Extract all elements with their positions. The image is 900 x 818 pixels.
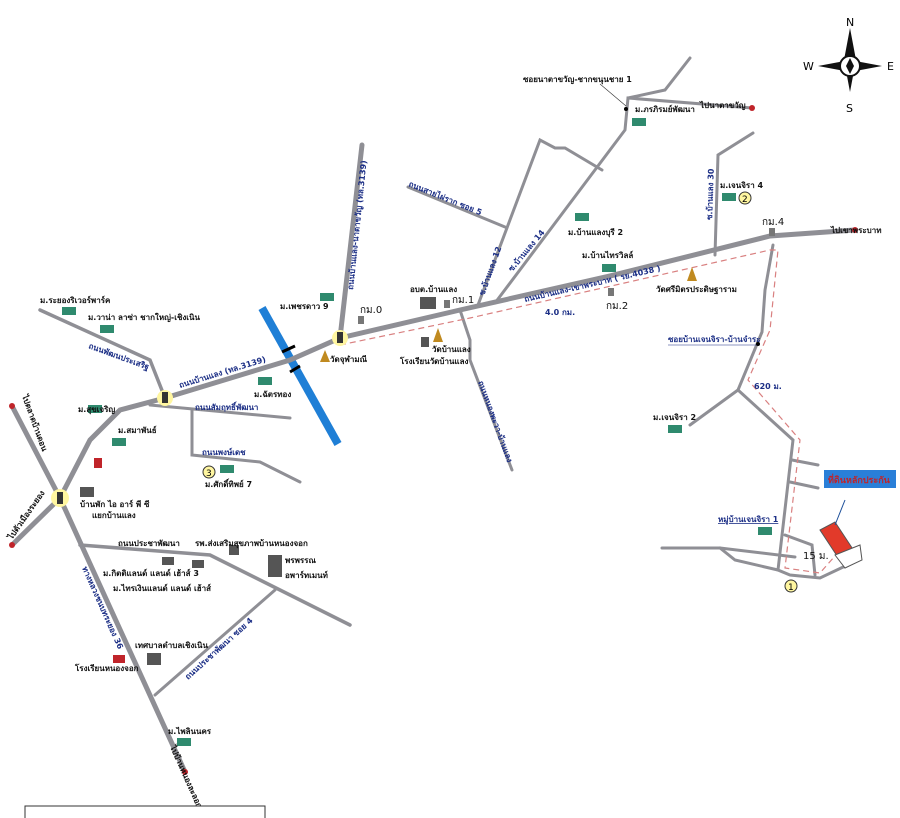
- label-km1: กม.1: [452, 295, 474, 306]
- label-school-nongchok: โรงเรียนหนองจอก: [74, 663, 139, 673]
- marker-3: 3: [206, 469, 212, 479]
- marker-1: 1: [788, 583, 794, 593]
- label-school-wat-banlaeng: โรงเรียนวัดบ้านแลง: [399, 356, 468, 366]
- km-post-icons: [358, 228, 775, 324]
- label-km4: กม.4: [762, 217, 784, 228]
- compass-n: N: [846, 16, 854, 29]
- label-kittiland: ม.กิตติแลนด์ แลนด์ เฮ้าส์ 3: [103, 568, 199, 578]
- label-saingoen-land: ม.ไทรเงินแลนด์ แลนด์ เฮ้าส์: [113, 583, 211, 593]
- label-soi-natakwan: ซอยนาตาขวัญ-ชากขนุนชาย 1: [523, 75, 632, 85]
- legend-box: [24, 805, 266, 818]
- label-rd-phongdet: ถนนพงษ์เดช: [202, 447, 246, 457]
- village-icons: [62, 118, 772, 746]
- label-dist-620: 620 ม.: [754, 382, 782, 391]
- label-pornpan-1: พรพรรณ: [285, 556, 316, 565]
- label-soi-jenjira: ซอยบ้านเจนจิรา-บ้านจำระ: [668, 334, 760, 344]
- building-icons: [80, 297, 436, 665]
- label-phailin: ม.ไพลินนคร: [168, 726, 212, 736]
- label-jenjira2: ม.เจนจิรา 2: [653, 413, 696, 422]
- label-wat-banlaeng: วัดบ้านแลง: [432, 344, 471, 354]
- label-km0: กม.0: [360, 305, 382, 316]
- label-dist-4km: 4.0 กม.: [545, 308, 575, 317]
- label-banlaengburi2: ม.บ้านแลงบุรี 2: [568, 227, 623, 238]
- label-soi30: ซ.บ้านแลง 30: [704, 168, 716, 220]
- label-bansai-villa: ม.บ้านไทรวิลล์: [582, 250, 633, 260]
- label-rd-banlaeng-natakwan: ถนนบ้านแลง-นาตาขวัญ (ทล.3139): [345, 160, 370, 291]
- label-obt-banlaeng: อบต.บ้านแลง: [410, 284, 457, 294]
- label-soi12: ซ.บ้านแลง 12: [476, 245, 503, 297]
- label-rd-samrit: ถนนสัมฤทธิ์พัฒนา: [195, 401, 258, 412]
- route-dashed-line: [339, 249, 843, 574]
- bridge-icon: [281, 344, 301, 374]
- temple-icons: [320, 267, 697, 362]
- label-dist-15: 15 ม.: [803, 551, 829, 562]
- label-pornpan-2: อพาร์ทเมนท์: [285, 570, 328, 580]
- label-wat-srimit: วัดศรีมิตรประดิษฐาราม: [656, 284, 737, 295]
- label-irpc-house: บ้านพัก ไอ อาร์ พี ซี: [80, 499, 150, 509]
- label-jenjira4: ม.เจนจิรา 4: [720, 181, 763, 190]
- label-phetdao9: ม.เพชรดาว 9: [280, 302, 329, 311]
- label-samaphan: ม.สมาพันธ์: [118, 425, 157, 435]
- marker-2: 2: [742, 195, 748, 205]
- collateral-land-plot: ที่ดินหลักประกัน: [819, 470, 896, 569]
- compass-s: S: [846, 102, 853, 115]
- compass-w: W: [803, 60, 814, 73]
- junction-markers: [51, 330, 348, 507]
- label-health-center: รพ.ส่งเสริมสุขภาพบ้านหนองจอก: [195, 538, 308, 549]
- label-rd-banlaeng-khaophrabat: ถนนบ้านแลง-เขาพระบาท ( รย.4038 ): [523, 263, 661, 304]
- label-saksit7: ม.ศักดิ์ทิพย์ 7: [205, 478, 252, 489]
- label-sukcharoen: ม.สุขเจริญ: [78, 405, 115, 415]
- label-municipality: เทศบาลตำบลเชิงเนิน: [135, 641, 209, 650]
- label-to-talat-bandon: ไปตลาดบ้านดอน: [20, 392, 50, 453]
- label-km2: กม.2: [606, 301, 628, 312]
- label-wana-laza: ม.วาน่า ลาซ่า ชากใหญ่-เชิงเนิน: [88, 312, 201, 323]
- direction-arrows: [9, 105, 858, 775]
- label-rd-rural-36: ทางหลวงชนบทระยอง 36: [80, 565, 125, 651]
- roads: [9, 56, 860, 775]
- compass-rose: N E S W: [803, 16, 894, 115]
- label-to-south: ไปบ้านหนองละลอก: [168, 743, 205, 810]
- label-wat-chulamani: วัดจุฬามณี: [330, 354, 368, 365]
- label-to-khaophrabat: ไปเขาพระบาท: [830, 225, 882, 235]
- label-rd-nongphawa: ถนนหนองพะวา-บ้านแลง: [476, 379, 515, 463]
- label-chattong: ม.ฉัตรทอง: [254, 390, 291, 399]
- numbered-markers: 3 2 1: [202, 191, 798, 593]
- label-rayong-river-park: ม.ระยองริเวอร์พาร์ค: [40, 295, 110, 305]
- collateral-land-label: ที่ดินหลักประกัน: [828, 473, 891, 486]
- label-banlaeng-junction: แยกบ้านแลง: [92, 510, 136, 520]
- compass-e: E: [887, 60, 894, 73]
- label-jenjira1: หมู่บ้านเจนจิรา 1: [718, 514, 779, 525]
- label-rd-pracha-phatthana: ถนนประชาพัฒนา: [118, 539, 180, 548]
- label-rd-phrai-soi5: ถนนสายไผ่ราก ซอย 5: [407, 179, 484, 218]
- river: [258, 306, 342, 446]
- label-soi14: ซ.บ้านแลง 14: [506, 227, 547, 273]
- label-phonphirom: ม.ภรภิรมย์พัฒนา: [635, 104, 695, 114]
- label-to-natakwan: ไปนาตาขวัญ: [699, 100, 746, 111]
